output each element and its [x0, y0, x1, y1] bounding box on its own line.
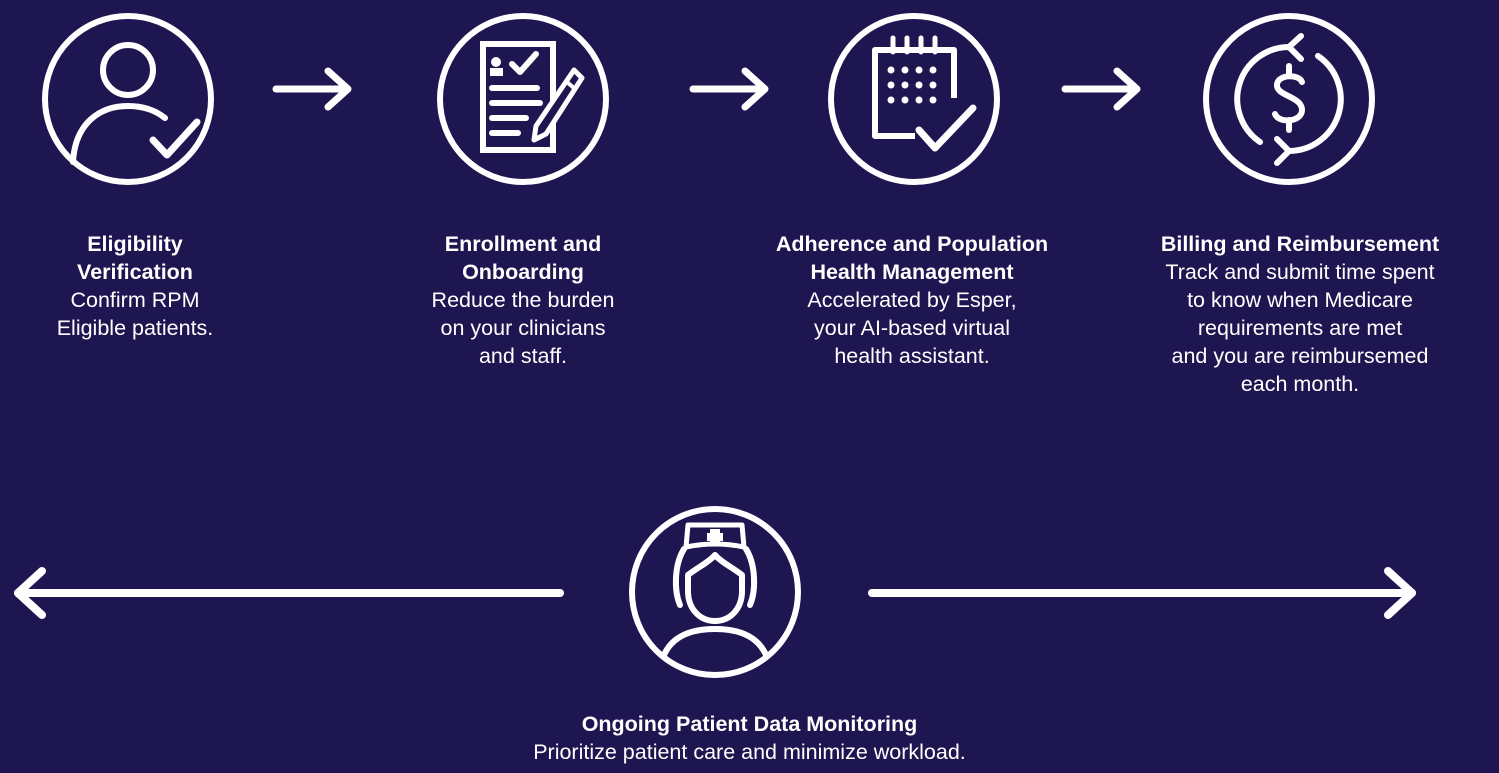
- step-description: Track and submit time spent to know when…: [1165, 260, 1435, 396]
- arrow-right-icon: [688, 66, 772, 112]
- monitoring-title: Ongoing Patient Data Monitoring: [581, 712, 918, 736]
- monitoring-description: Prioritize patient care and minimize wor…: [533, 740, 966, 764]
- step-title: Enrollment and Onboarding: [444, 232, 602, 284]
- step-description: Confirm RPM Eligible patients.: [56, 288, 214, 340]
- person-check-icon: [41, 12, 215, 186]
- calendar-check-icon: [827, 12, 1001, 186]
- step-billing: Billing and Reimbursement Track and subm…: [1110, 230, 1490, 398]
- arrow-right-icon: [864, 565, 1424, 621]
- step-adherence: Adherence and Population Health Manageme…: [727, 230, 1097, 370]
- document-pencil-icon: [436, 12, 610, 186]
- dollar-cycle-icon: [1202, 12, 1376, 186]
- arrow-right-icon: [271, 66, 355, 112]
- step-enrollment: Enrollment and Onboarding Reduce the bur…: [388, 230, 658, 370]
- arrow-left-icon: [8, 565, 568, 621]
- step-title: Adherence and Population Health Manageme…: [775, 232, 1049, 284]
- nurse-icon: [628, 505, 802, 679]
- step-description: Accelerated by Esper, your AI-based virt…: [807, 288, 1017, 368]
- arrow-right-icon: [1060, 66, 1144, 112]
- step-monitoring: Ongoing Patient Data Monitoring Prioriti…: [400, 710, 1099, 766]
- step-title: Billing and Reimbursement: [1160, 232, 1440, 256]
- step-title: Eligibility Verification: [77, 232, 193, 284]
- step-eligibility: Eligibility Verification Confirm RPM Eli…: [20, 230, 250, 342]
- step-description: Reduce the burden on your clinicians and…: [431, 288, 615, 368]
